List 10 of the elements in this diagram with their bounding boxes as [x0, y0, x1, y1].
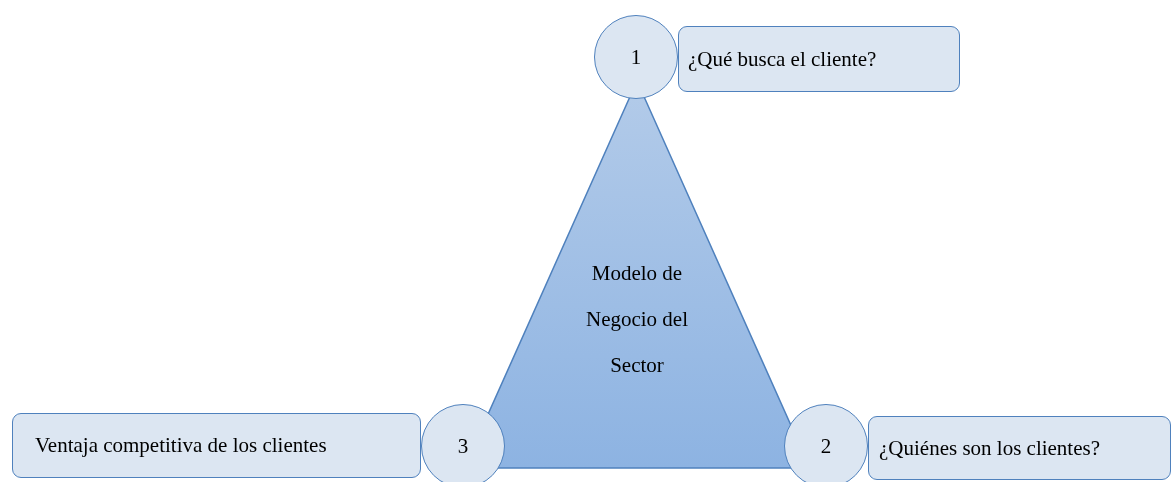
label-box	[868, 416, 1171, 480]
triangle-text: Modelo de Negocio del Sector	[584, 260, 689, 379]
number-circle: 3	[421, 404, 505, 482]
number-circle: 1	[594, 15, 678, 99]
label-box	[678, 26, 960, 92]
box-text: ¿Qué busca el cliente?	[688, 46, 877, 72]
label-box	[12, 413, 421, 478]
number-circle: 2	[784, 404, 868, 482]
box-text: ¿Quiénes son los clientes?	[879, 435, 1101, 461]
box-text: Ventaja competitiva de los clientes	[35, 433, 327, 458]
